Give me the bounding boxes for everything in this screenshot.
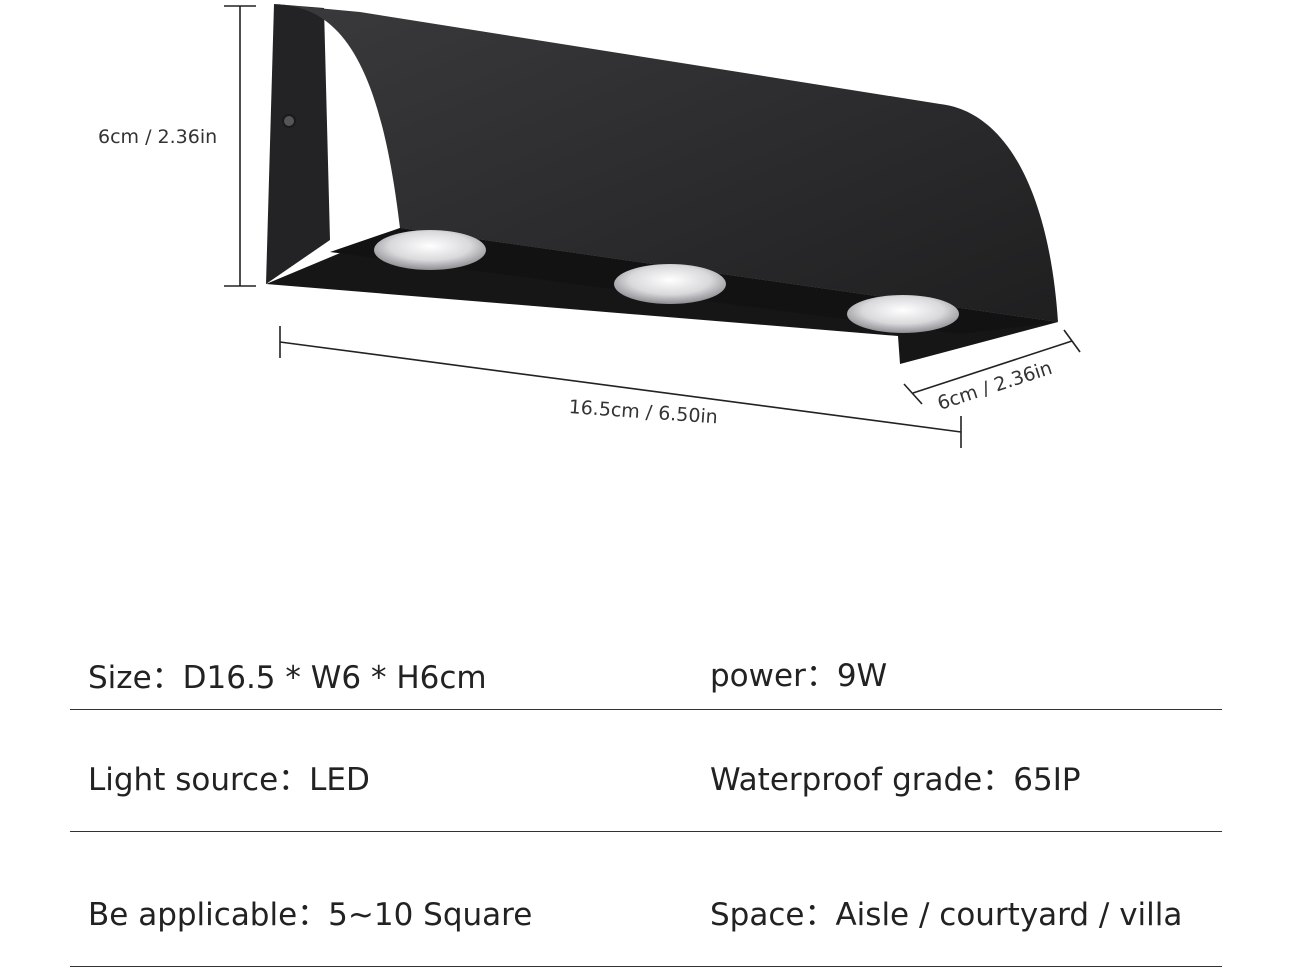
height-dimension: 6cm / 2.36in bbox=[98, 5, 256, 287]
spec-row: Be applicable：5~10 Square Space：Aisle / … bbox=[70, 832, 1222, 967]
specs-table: Size：D16.5 * W6 * H6cm power：9W Light so… bbox=[70, 620, 1222, 967]
led-lens-2 bbox=[614, 264, 726, 304]
spec-power: power：9W bbox=[710, 658, 888, 694]
length-label: 16.5cm / 6.50in bbox=[568, 396, 719, 428]
led-lens-1 bbox=[374, 230, 486, 270]
lamp-back-plate bbox=[266, 4, 330, 284]
spec-light-source: Light source：LED bbox=[88, 762, 370, 798]
spec-size: Size：D16.5 * W6 * H6cm bbox=[88, 660, 487, 696]
length-dimension: 16.5cm / 6.50in bbox=[279, 326, 962, 448]
spec-row: Light source：LED Waterproof grade：65IP bbox=[70, 710, 1222, 832]
spec-waterproof-grade: Waterproof grade：65IP bbox=[710, 762, 1081, 798]
spec-row: Size：D16.5 * W6 * H6cm power：9W bbox=[70, 620, 1222, 710]
spec-applicable-area: Be applicable：5~10 Square bbox=[88, 897, 533, 933]
lamp-screw bbox=[282, 114, 296, 128]
spec-space: Space：Aisle / courtyard / villa bbox=[710, 897, 1183, 933]
wall-lamp-image bbox=[266, 4, 1058, 364]
led-lens-3 bbox=[847, 295, 959, 333]
lamp-body bbox=[274, 4, 1058, 322]
product-dimension-illustration: 6cm / 2.36in 16.5cm / 6.50in 6cm / 2.36i… bbox=[98, 4, 1081, 448]
height-label: 6cm / 2.36in bbox=[98, 126, 217, 148]
